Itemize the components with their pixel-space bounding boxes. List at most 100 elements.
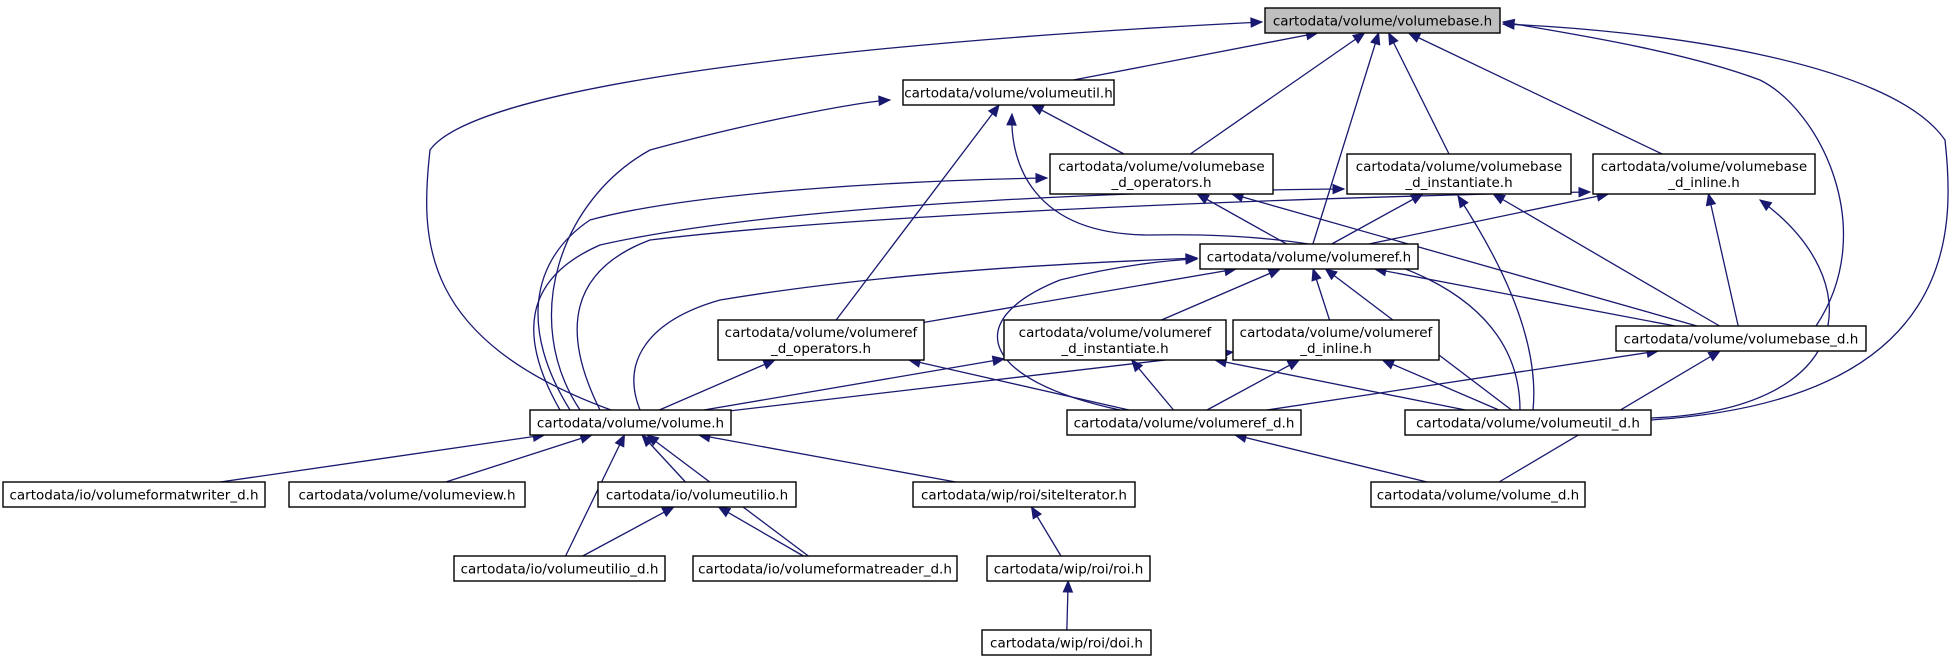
- edge-volumeutil-d-h-to-volumebase-h: [1502, 23, 1949, 421]
- node-volumebase-d-instantiate-h[interactable]: cartodata/volume/volumebase_d_instantiat…: [1346, 153, 1572, 195]
- node-box[interactable]: [288, 481, 526, 508]
- edge-volume-h-to-volumeref-d-inline-h: [730, 351, 1234, 412]
- node-volumebase-d-h[interactable]: cartodata/volume/volumebase_d.h: [1615, 325, 1867, 352]
- node-volumeutilio-h[interactable]: cartodata/io/volumeutilio.h: [597, 481, 797, 508]
- edge-volumebase-d-h-to-volumebase-d-operators-h: [1231, 193, 1698, 327]
- edge-volume-h-to-volumeref-h: [633, 257, 1198, 411]
- node-roi-h[interactable]: cartodata/wip/roi/roi.h: [986, 555, 1151, 582]
- edge-volume-h-to-volumebase-d-operators-h-arrowhead: [1035, 172, 1049, 184]
- node-box[interactable]: [692, 555, 958, 582]
- node-box[interactable]: [912, 481, 1136, 508]
- node-box[interactable]: [453, 555, 666, 582]
- node-box[interactable]: [902, 79, 1115, 106]
- node-box[interactable]: [1049, 153, 1274, 195]
- edge-volumeformatreader-d-h-to-volume-h-arrowhead: [646, 434, 660, 447]
- node-box[interactable]: [986, 555, 1151, 582]
- node-box[interactable]: [981, 629, 1152, 656]
- edge-volumeref-h-to-volumebase-h: [1312, 32, 1380, 245]
- node-box[interactable]: [1370, 481, 1586, 508]
- edge-volume-h-to-volumebase-d-instantiate-h: [533, 188, 1345, 411]
- node-label: cartodata/volume/volumeutil_d.h: [1416, 416, 1640, 432]
- node-label: cartodata/wip/roi/roi.h: [994, 562, 1144, 578]
- node-box[interactable]: [1404, 409, 1652, 436]
- node-volumeref-d-operators-h[interactable]: cartodata/volume/volumeref_d_operators.h: [717, 319, 925, 361]
- edge-volumebase-d-h-to-volumebase-d-inline-h: [1707, 193, 1739, 327]
- node-volumeutil-d-h[interactable]: cartodata/volume/volumeutil_d.h: [1404, 409, 1652, 436]
- edge-volumeutil-d-h-to-volumebase-d-inline-h-arrowhead: [1758, 199, 1773, 212]
- edge-volume-h-to-volumeref-d-operators-h: [659, 359, 776, 411]
- node-volumeref-d-inline-h[interactable]: cartodata/volume/volumeref_d_inline.h: [1232, 319, 1440, 361]
- node-volumeref-d-h[interactable]: cartodata/volume/volumeref_d.h: [1066, 409, 1302, 436]
- node-volumeformatreader-d-h[interactable]: cartodata/io/volumeformatreader_d.h: [692, 555, 958, 582]
- node-volumebase-d-inline-h[interactable]: cartodata/volume/volumebase_d_inline.h: [1592, 153, 1816, 195]
- node-label: cartodata/volume/volumeview.h: [298, 488, 515, 504]
- edge-volumebase-d-h-to-volumebase-d-instantiate-h: [1492, 193, 1720, 327]
- edge-volumeref-h-to-volumebase-d-instantiate-h: [1331, 193, 1423, 245]
- node-siteIterator-h[interactable]: cartodata/wip/roi/siteIterator.h: [912, 481, 1136, 508]
- node-volumeformatwriter-d-h[interactable]: cartodata/io/volumeformatwriter_d.h: [2, 481, 266, 508]
- node-volumeref-d-instantiate-h[interactable]: cartodata/volume/volumeref_d_instantiate…: [1003, 319, 1227, 361]
- edge-volumeutilio-d-h-to-volumeutilio-h: [582, 506, 675, 557]
- node-box[interactable]: [717, 319, 925, 361]
- node-box[interactable]: [1232, 319, 1440, 361]
- edge-volume-h-to-volumebase-d-inline-h: [576, 191, 1591, 411]
- edge-volume-h-to-volumeutil-h-arrowhead: [878, 95, 892, 107]
- edge-volumeformatwriter-d-h-to-volume-h: [220, 434, 545, 483]
- edge-volumeutil-d-h-to-volumeref-h-arrowhead: [1324, 268, 1338, 281]
- node-doi-h[interactable]: cartodata/wip/roi/doi.h: [981, 629, 1152, 656]
- node-label: cartodata/volume/volumebase.h: [1273, 14, 1492, 30]
- node-box[interactable]: [597, 481, 797, 508]
- edge-volumebase-d-operators-h-to-volumeutil-h-arrowhead: [1030, 104, 1045, 116]
- node-volume-h[interactable]: cartodata/volume/volume.h: [529, 409, 732, 436]
- edge-volumebase-d-h-to-volumebase-d-instantiate-h-arrowhead: [1492, 193, 1506, 205]
- node-volume-d-h[interactable]: cartodata/volume/volume_d.h: [1370, 481, 1586, 508]
- edge-volume-h-to-volumebase-d-inline-h-arrowhead: [1578, 186, 1592, 198]
- node-volumeview-h[interactable]: cartodata/volume/volumeview.h: [288, 481, 526, 508]
- edge-siteIterator-h-to-volume-h: [698, 434, 956, 483]
- edge-volume-h-to-volumebase-d-instantiate-h-arrowhead: [1332, 183, 1346, 195]
- edge-volumeref-d-h-to-volumeref-h-arrowhead: [1185, 254, 1199, 265]
- edge-volume-h-to-volumeref-d-instantiate-h: [703, 358, 1005, 411]
- edge-volumeutilio-h-to-volume-h-arrowhead: [641, 434, 654, 448]
- node-label: _d_operators.h: [1110, 175, 1211, 191]
- edge-volumeref-d-operators-h-to-volumeutil-h-arrowhead: [987, 103, 1000, 118]
- node-label: _d_instantiate.h: [1404, 175, 1512, 191]
- node-box[interactable]: [1066, 409, 1302, 436]
- node-box[interactable]: [1346, 153, 1572, 195]
- edge-volumeutil-d-h-to-volumeutil-h: [1011, 113, 1521, 411]
- node-volumebase-d-operators-h[interactable]: cartodata/volume/volumebase_d_operators.…: [1049, 153, 1274, 195]
- node-box[interactable]: [1003, 319, 1227, 361]
- edge-volumeutil-h-to-volumebase-h: [1073, 32, 1318, 81]
- node-label: cartodata/io/volumeformatreader_d.h: [698, 562, 952, 578]
- node-box[interactable]: [529, 409, 732, 436]
- node-volumebase-h[interactable]: cartodata/volume/volumebase.h: [1264, 7, 1501, 34]
- node-box[interactable]: [1592, 153, 1816, 195]
- edge-volumebase-d-inline-h-to-volumebase-h: [1408, 32, 1663, 155]
- edge-volume-h-to-volumeutil-h: [550, 99, 891, 411]
- edge-volumeref-d-h-to-volumeref-d-inline-h: [1206, 359, 1300, 411]
- node-label: cartodata/volume/volumeutil.h: [904, 86, 1113, 102]
- edge-volumeutil-d-h-to-volumeutil-h-arrowhead: [1006, 112, 1017, 126]
- edge-volumebase-d-h-to-volumebase-d-inline-h-arrowhead: [1705, 192, 1717, 207]
- edge-volumeref-d-h-to-volumeref-d-inline-h-arrowhead: [1286, 359, 1301, 371]
- node-box[interactable]: [2, 481, 266, 508]
- edge-volumeformatreader-d-h-to-volumeutilio-h: [718, 506, 804, 557]
- edge-volume-d-h-to-volumebase-d-h-arrowhead: [1707, 350, 1722, 362]
- node-label: cartodata/volume/volumeref.h: [1207, 250, 1412, 266]
- edge-volumeview-h-to-volume-h: [445, 434, 592, 483]
- node-label: _d_instantiate.h: [1060, 341, 1168, 357]
- node-label: cartodata/wip/roi/siteIterator.h: [921, 488, 1127, 504]
- node-box[interactable]: [1199, 243, 1419, 270]
- node-label: _d_operators.h: [770, 341, 871, 357]
- node-layer: cartodata/volume/volumebase.h cartodata/v…: [2, 7, 1867, 656]
- node-volumeutilio-d-h[interactable]: cartodata/io/volumeutilio_d.h: [453, 555, 666, 582]
- node-box[interactable]: [1615, 325, 1867, 352]
- edge-volumebase-d-operators-h-to-volumeutil-h: [1031, 104, 1125, 155]
- edge-volumeutilio-d-h-to-volumeutilio-h-arrowhead: [661, 506, 675, 518]
- node-box[interactable]: [1264, 7, 1501, 34]
- node-label: cartodata/volume/volumeref: [1019, 325, 1213, 341]
- node-volumeref-h[interactable]: cartodata/volume/volumeref.h: [1199, 243, 1419, 270]
- edge-volumeref-h-to-volumebase-d-inline-h: [1368, 193, 1609, 245]
- node-label: cartodata/volume/volumeref_d.h: [1074, 416, 1295, 432]
- node-volumeutil-h[interactable]: cartodata/volume/volumeutil.h: [902, 79, 1115, 106]
